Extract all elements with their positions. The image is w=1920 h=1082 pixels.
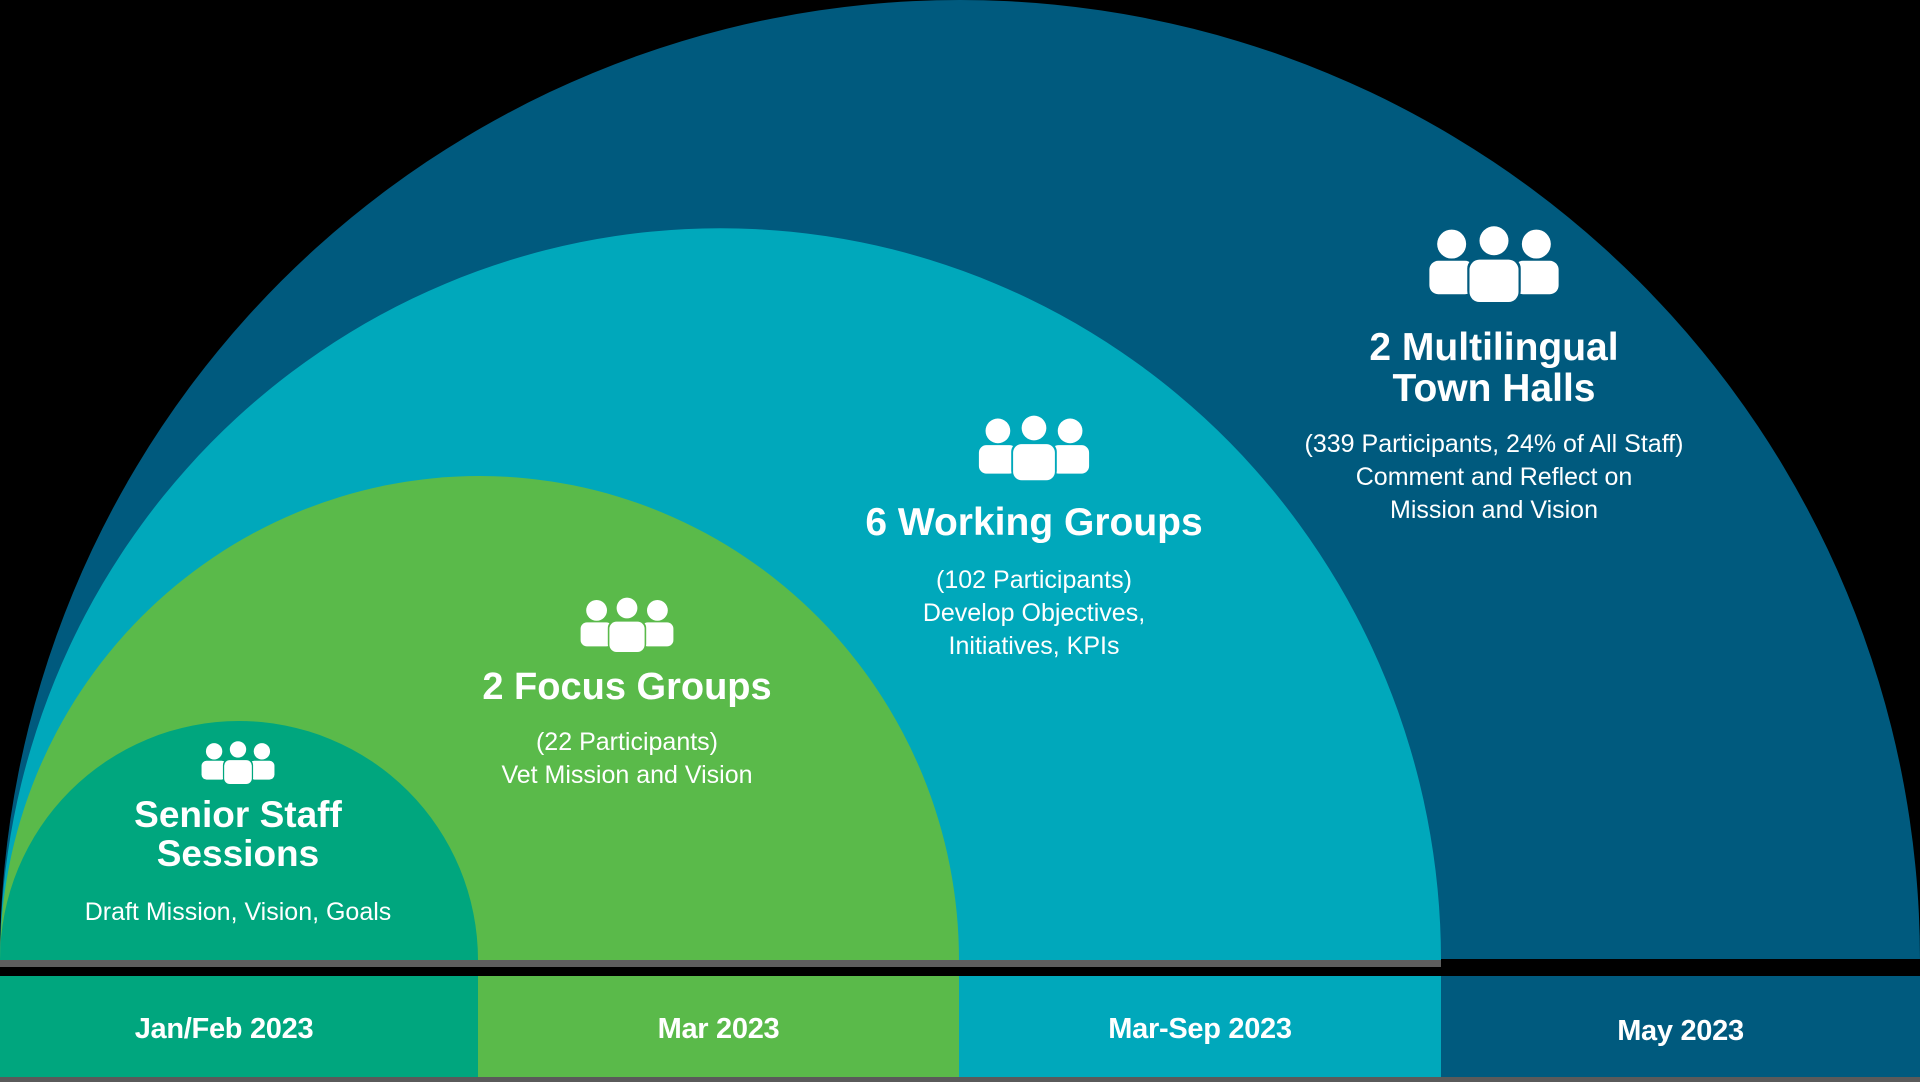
gap-black bbox=[1441, 959, 1920, 976]
stage-title-line: Senior Staff bbox=[134, 794, 342, 835]
stage-title-line: 2 Focus Groups bbox=[482, 666, 772, 708]
period-label: May 2023 bbox=[1617, 1015, 1744, 1047]
people-group-icon bbox=[201, 740, 275, 784]
stage-title: 6 Working Groups bbox=[834, 501, 1234, 544]
stage-working-groups: 6 Working Groups (102 Participants) Deve… bbox=[834, 413, 1234, 663]
stage-focus-groups: 2 Focus Groups (22 Participants) Vet Mis… bbox=[427, 596, 827, 792]
arc-senior-staff bbox=[0, 721, 478, 960]
stage-title-line: 2 Multilingual bbox=[1369, 326, 1619, 369]
stage-desc-line: (22 Participants) bbox=[535, 727, 719, 756]
stage-description: (102 Participants) Develop Objectives, I… bbox=[834, 564, 1234, 663]
stage-desc-line: (339 Participants, 24% of All Staff) bbox=[1304, 429, 1684, 458]
stage-description: (339 Participants, 24% of All Staff) Com… bbox=[1244, 428, 1744, 527]
stage-desc-line: Develop Objectives, bbox=[922, 598, 1146, 627]
stage-title: 2 Focus Groups bbox=[427, 666, 827, 708]
timeline-bottom-edge bbox=[0, 1077, 1920, 1082]
gap-black-left bbox=[0, 967, 1441, 976]
timeline-period-may: May 2023 bbox=[1441, 976, 1920, 1077]
stage-title-line: Sessions bbox=[156, 832, 320, 874]
stage-title: Senior Staff Sessions bbox=[38, 794, 438, 874]
stage-desc-line: Mission and Vision bbox=[1390, 495, 1598, 524]
stage-desc-line: Draft Mission, Vision, Goals bbox=[84, 897, 392, 926]
timeline-period-jan-feb: Jan/Feb 2023 bbox=[0, 976, 478, 1077]
timeline-period-mar-sep: Mar-Sep 2023 bbox=[959, 976, 1441, 1077]
stage-title: 2 Multilingual Town Halls bbox=[1244, 326, 1744, 410]
stage-desc-line: Comment and Reflect on bbox=[1355, 462, 1633, 491]
baseline-divider bbox=[0, 960, 1441, 967]
period-label: Jan/Feb 2023 bbox=[134, 1013, 314, 1045]
stage-town-halls: 2 Multilingual Town Halls (339 Participa… bbox=[1244, 224, 1744, 527]
period-label: Mar 2023 bbox=[657, 1013, 780, 1045]
stage-title-line: Town Halls bbox=[1392, 366, 1596, 410]
people-group-icon bbox=[1429, 224, 1559, 302]
stage-desc-line: Initiatives, KPIs bbox=[948, 631, 1120, 660]
people-group-icon bbox=[580, 596, 674, 652]
stage-desc-line: Vet Mission and Vision bbox=[501, 760, 753, 789]
people-group-icon bbox=[978, 413, 1090, 481]
timeline-period-mar: Mar 2023 bbox=[478, 976, 959, 1077]
stage-senior-staff: Senior Staff Sessions Draft Mission, Vis… bbox=[38, 740, 438, 929]
timeline-bar: Jan/Feb 2023 Mar 2023 Mar-Sep 2023 May 2… bbox=[0, 976, 1920, 1077]
stage-desc-line: (102 Participants) bbox=[936, 565, 1132, 594]
stage-description: (22 Participants) Vet Mission and Vision bbox=[427, 726, 827, 792]
stage-description: Draft Mission, Vision, Goals bbox=[38, 896, 438, 929]
period-label: Mar-Sep 2023 bbox=[1108, 1013, 1292, 1045]
stage-title-line: 6 Working Groups bbox=[865, 501, 1203, 544]
